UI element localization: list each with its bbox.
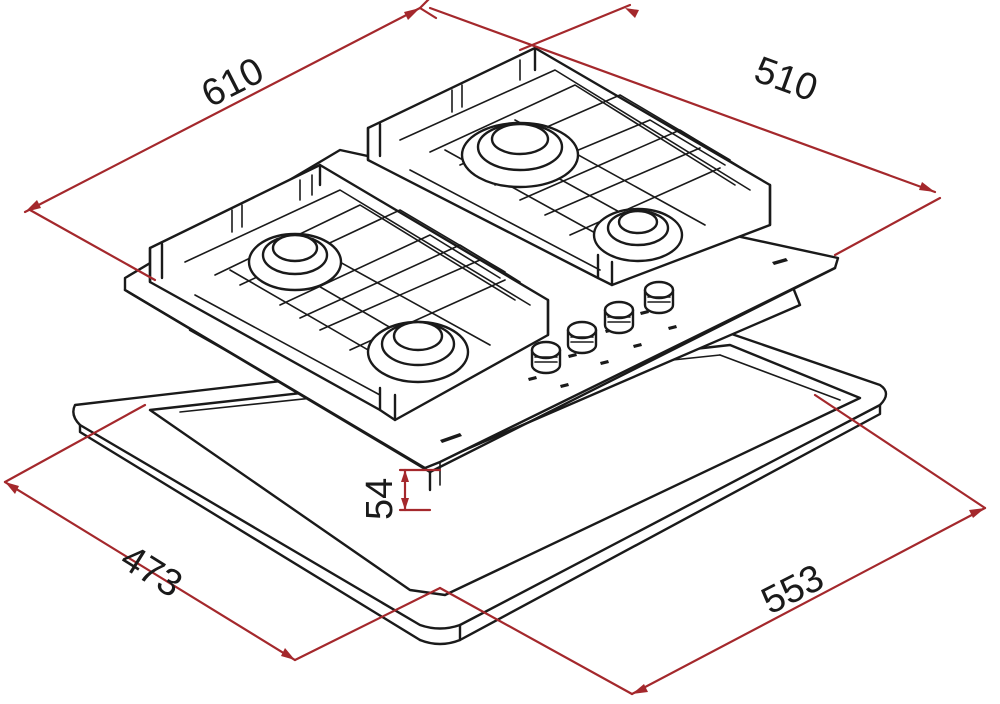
dimension-54: 54: [359, 468, 442, 520]
burner-front-left: [366, 320, 470, 384]
dim-label-473: 473: [113, 537, 189, 606]
knob-3: [603, 300, 635, 335]
dim-label-610: 610: [195, 50, 271, 116]
burner-rear-left: [247, 232, 343, 292]
burner-rear-right: [460, 121, 580, 189]
control-knobs: [530, 280, 675, 375]
knob-1: [530, 340, 562, 375]
burner-front-right: [592, 207, 684, 263]
dim-label-553: 553: [755, 557, 831, 623]
dim-label-510: 510: [749, 49, 823, 110]
dim-label-54: 54: [359, 478, 401, 520]
knob-2: [566, 320, 598, 355]
knob-4: [643, 280, 675, 315]
